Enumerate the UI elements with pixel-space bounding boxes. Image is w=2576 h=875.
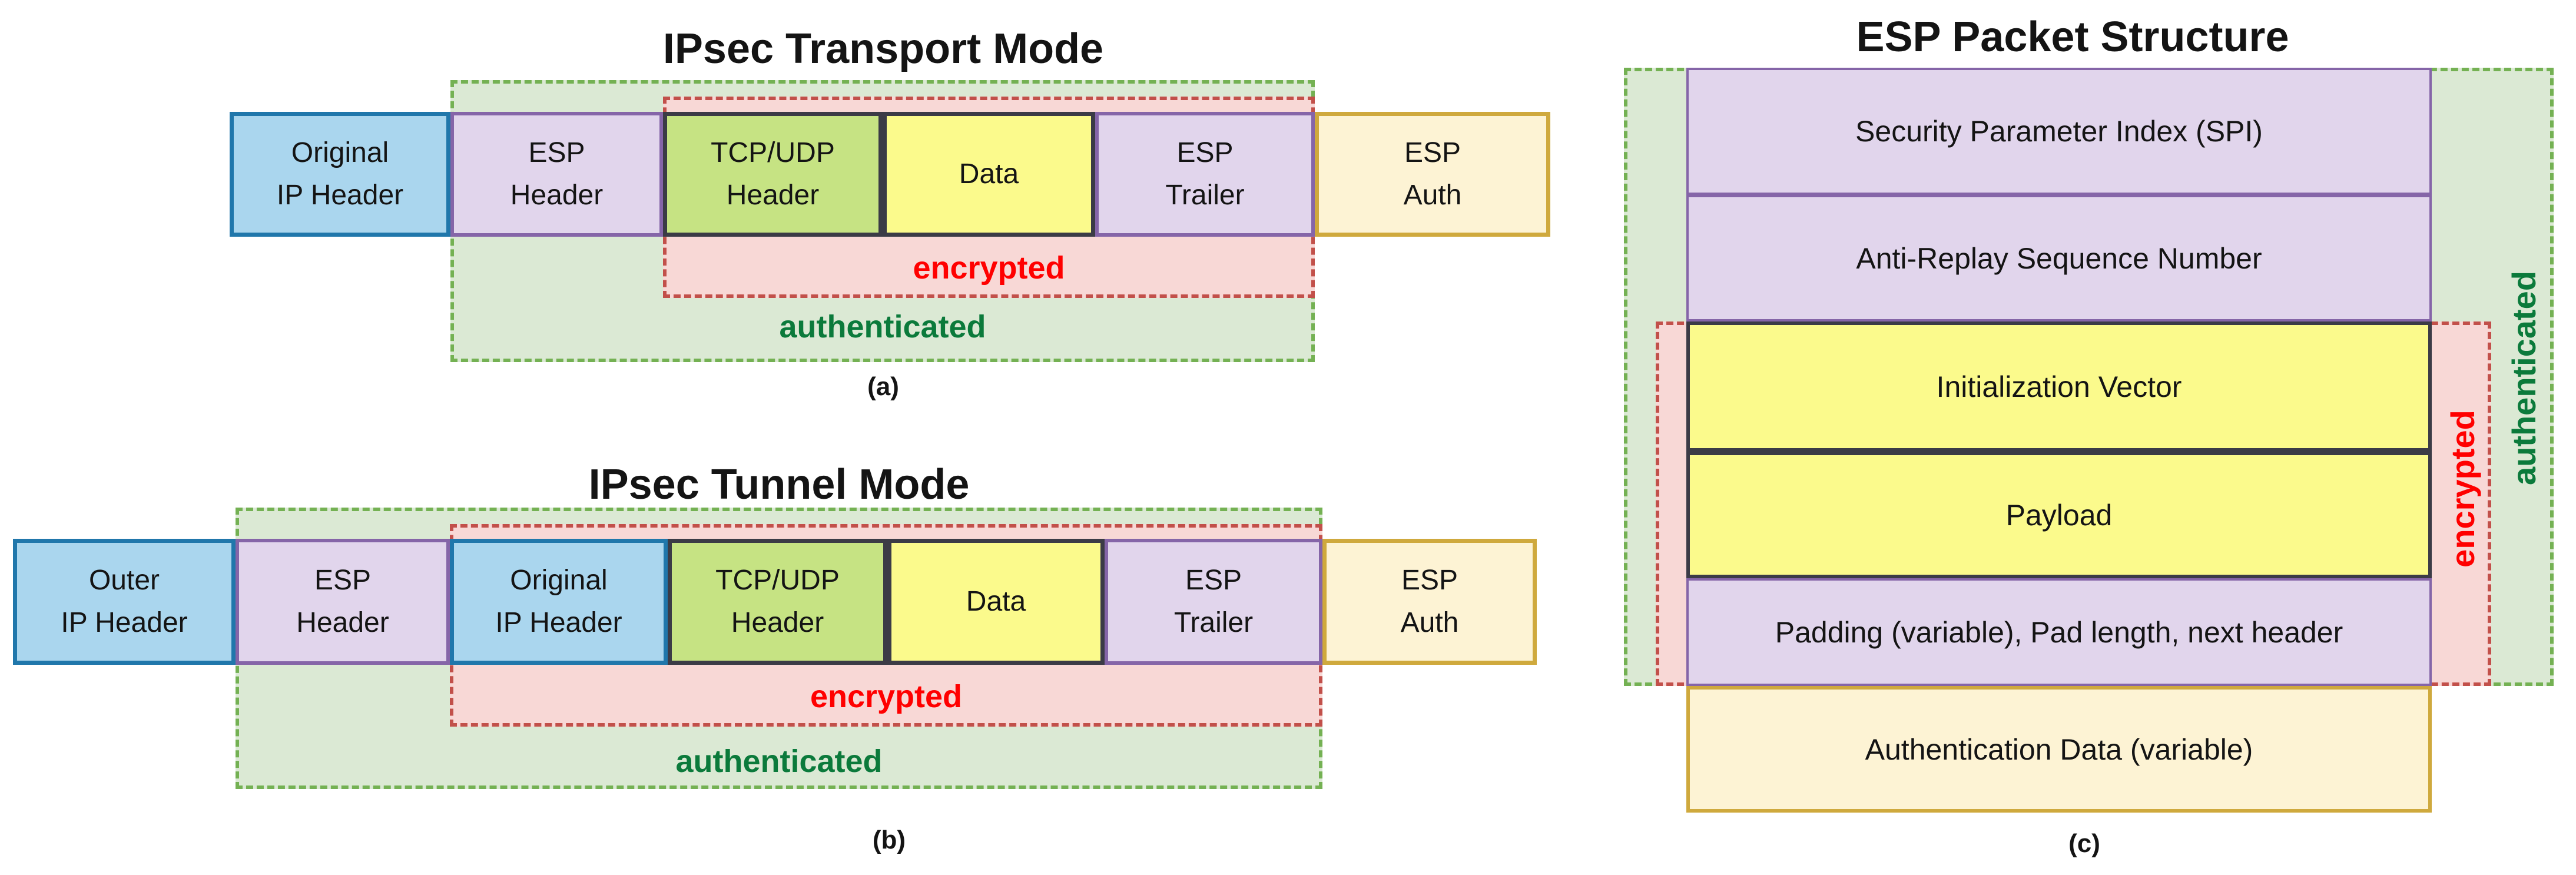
transport-box-esp-trailer: ESP Trailer: [1095, 112, 1315, 237]
tunnel-box-outer-ip-header: Outer IP Header: [13, 539, 236, 665]
tunnel-encrypted-label: encrypted: [810, 679, 963, 714]
transport-caption: (a): [867, 372, 899, 401]
tunnel-caption: (b): [872, 826, 906, 854]
transport-mode-title: IPsec Transport Mode: [662, 25, 1104, 72]
tunnel-box-data: Data: [887, 539, 1105, 665]
tunnel-box-tcp-udp-header: TCP/UDP Header: [668, 539, 887, 665]
esp-row-authentication-data: Authentication Data (variable): [1686, 686, 2432, 813]
transport-box-data: Data: [883, 112, 1095, 237]
transport-authenticated-label: authenticated: [779, 309, 986, 344]
esp-row-initialization-vector: Initialization Vector: [1686, 322, 2432, 452]
esp-row-padding: Padding (variable), Pad length, next hea…: [1686, 578, 2432, 686]
transport-box-esp-auth: ESP Auth: [1315, 112, 1550, 237]
transport-box-esp-header: ESP Header: [450, 112, 663, 237]
tunnel-mode-title: IPsec Tunnel Mode: [588, 461, 970, 508]
tunnel-box-esp-trailer: ESP Trailer: [1105, 539, 1322, 665]
tunnel-box-esp-auth: ESP Auth: [1322, 539, 1537, 665]
esp-row-spi: Security Parameter Index (SPI): [1686, 68, 2432, 195]
tunnel-authenticated-label: authenticated: [675, 744, 883, 779]
transport-box-tcp-udp-header: TCP/UDP Header: [663, 112, 883, 237]
tunnel-box-original-ip-header: Original IP Header: [450, 539, 668, 665]
esp-caption: (c): [2068, 829, 2100, 858]
esp-row-payload: Payload: [1686, 452, 2432, 578]
esp-packet-title: ESP Packet Structure: [1856, 14, 2289, 61]
transport-encrypted-label: encrypted: [913, 250, 1065, 286]
transport-box-original-ip-header: Original IP Header: [230, 112, 450, 237]
tunnel-box-esp-header: ESP Header: [236, 539, 450, 665]
esp-authenticated-label: authenticated: [2505, 270, 2542, 486]
esp-row-anti-replay: Anti-Replay Sequence Number: [1686, 195, 2432, 322]
esp-encrypted-label: encrypted: [2444, 410, 2481, 568]
